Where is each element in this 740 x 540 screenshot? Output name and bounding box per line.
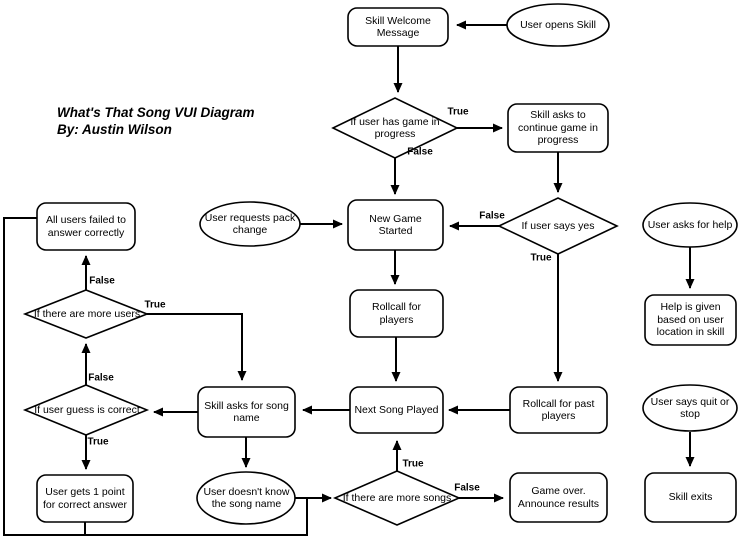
diagram-title-line2: By: Austin Wilson — [57, 122, 172, 137]
node-all-failed-shape — [36, 202, 136, 251]
edge-all-failed-loop — [3, 217, 308, 536]
diagram-title: What's That Song VUI Diagram By: Austin … — [57, 104, 254, 138]
node-new-game-shape — [347, 199, 444, 251]
node-rollcall-players-shape — [349, 289, 444, 338]
node-skill-welcome-shape — [347, 7, 449, 47]
edge-more-users-true — [147, 313, 247, 381]
node-skill-continue-shape — [507, 103, 609, 153]
node-game-over-shape — [509, 472, 608, 523]
node-user-requests-shape — [199, 201, 301, 247]
edge-label-true-guess-correct: True — [87, 436, 109, 448]
edge-label-false-more-songs: False — [454, 482, 480, 494]
node-skill-asks-song-shape — [197, 386, 296, 438]
node-user-opens-shape — [506, 3, 610, 47]
node-guess-correct-shape — [22, 384, 150, 436]
node-user-help-shape — [642, 202, 738, 248]
node-user-says-yes-shape — [497, 197, 619, 255]
node-help-given-shape — [644, 294, 737, 346]
node-next-song-shape — [349, 386, 444, 434]
flow-decisions — [22, 97, 619, 526]
node-user-point-shape — [36, 474, 134, 523]
edge-label-false-more-users: False — [89, 275, 115, 287]
flow-boxes — [36, 7, 737, 523]
node-game-in-progress-shape — [331, 97, 459, 159]
node-user-doesnt-know-shape — [196, 471, 296, 525]
edge-label-false-guess-correct: False — [88, 372, 114, 384]
edge-label-true-game-in-progress: True — [447, 106, 469, 118]
flow-ellipses — [196, 3, 738, 525]
node-more-songs-shape — [332, 470, 462, 526]
node-user-quit-shape — [642, 384, 738, 432]
edge-label-false-says-yes: False — [479, 210, 505, 222]
flow-arrows — [3, 20, 695, 536]
node-skill-exits-shape — [644, 472, 737, 523]
edge-label-false-game-in-progress: False — [407, 146, 433, 158]
edge-label-true-more-songs: True — [402, 458, 424, 470]
edge-label-true-more-users: True — [144, 299, 166, 311]
node-more-users-shape — [22, 289, 150, 339]
node-rollcall-past-shape — [509, 386, 608, 434]
diagram-title-line1: What's That Song VUI Diagram — [57, 105, 255, 120]
edge-label-true-says-yes: True — [530, 252, 552, 264]
